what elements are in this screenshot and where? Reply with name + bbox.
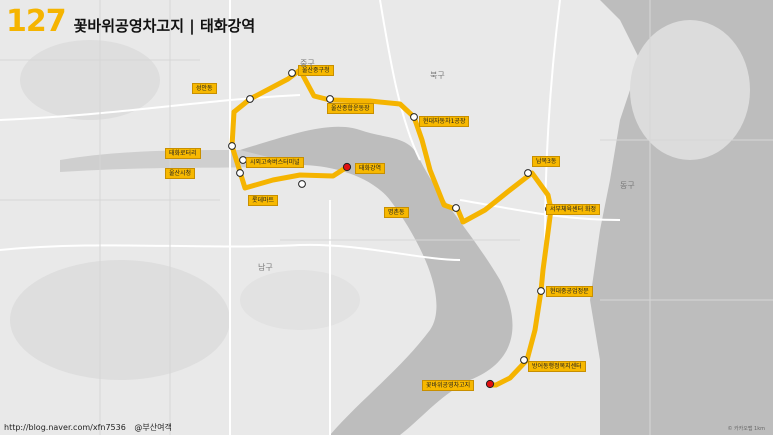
stop-label[interactable]: 남목3동 xyxy=(532,156,561,167)
route-line-branch xyxy=(229,109,350,191)
hill xyxy=(630,20,750,160)
hill xyxy=(10,260,230,380)
footer: http://blog.naver.com/xfn7536 @부산여객 xyxy=(4,422,172,433)
stop-marker[interactable] xyxy=(452,204,460,212)
district-label: 중구 xyxy=(300,59,315,68)
district-label: 남구 xyxy=(258,263,273,272)
stop-label[interactable]: 울산중구청 xyxy=(298,65,334,76)
stop-marker[interactable] xyxy=(236,169,244,177)
stop-marker[interactable] xyxy=(288,69,296,77)
stop-label[interactable]: 현대자동차1공장 xyxy=(419,116,470,127)
stop-label[interactable]: 명촌동 xyxy=(384,207,409,218)
stop-label[interactable]: 시외고속버스터미널 xyxy=(246,157,304,168)
stop-label[interactable]: 꽃바위공영차고지 xyxy=(422,380,475,391)
district-label: 동구 xyxy=(620,181,635,190)
scale-bar: © 카카오맵 1km xyxy=(727,426,765,432)
stop-marker[interactable] xyxy=(410,113,418,121)
route-name: 꽃바위공영차고지 | 태화강역 xyxy=(73,17,256,35)
stop-marker[interactable] xyxy=(228,142,236,150)
terminal-marker[interactable] xyxy=(342,162,352,172)
stop-marker[interactable] xyxy=(537,287,545,295)
stop-label[interactable]: 롯데마트 xyxy=(248,195,279,206)
stop-marker[interactable] xyxy=(524,169,532,177)
stop-marker[interactable] xyxy=(298,180,306,188)
route-line-main xyxy=(231,67,554,388)
stop-label[interactable]: 방어동행정복지센터 xyxy=(528,361,586,372)
stop-label[interactable]: 태화로터리 xyxy=(165,148,201,159)
blog-url[interactable]: http://blog.naver.com/xfn7536 xyxy=(4,423,126,432)
stop-label[interactable]: 태화강역 xyxy=(355,163,386,174)
stop-label[interactable]: 서부체육센터 화정 xyxy=(546,204,601,215)
stop-label[interactable]: 울산시청 xyxy=(165,168,196,179)
header: 127 꽃바위공영차고지 | 태화강역 xyxy=(6,4,255,39)
stop-label[interactable]: 현대중공업정문 xyxy=(546,286,593,297)
stop-marker[interactable] xyxy=(326,95,334,103)
stop-marker[interactable] xyxy=(520,356,528,364)
terminal-marker[interactable] xyxy=(485,379,495,389)
author-credit: @부산여객 xyxy=(134,423,172,432)
district-label: 북구 xyxy=(430,71,445,80)
route-number: 127 xyxy=(6,4,67,39)
stop-label[interactable]: 성안동 xyxy=(192,83,217,94)
stop-marker[interactable] xyxy=(246,95,254,103)
stop-label[interactable]: 울산종합운동장 xyxy=(327,103,374,114)
